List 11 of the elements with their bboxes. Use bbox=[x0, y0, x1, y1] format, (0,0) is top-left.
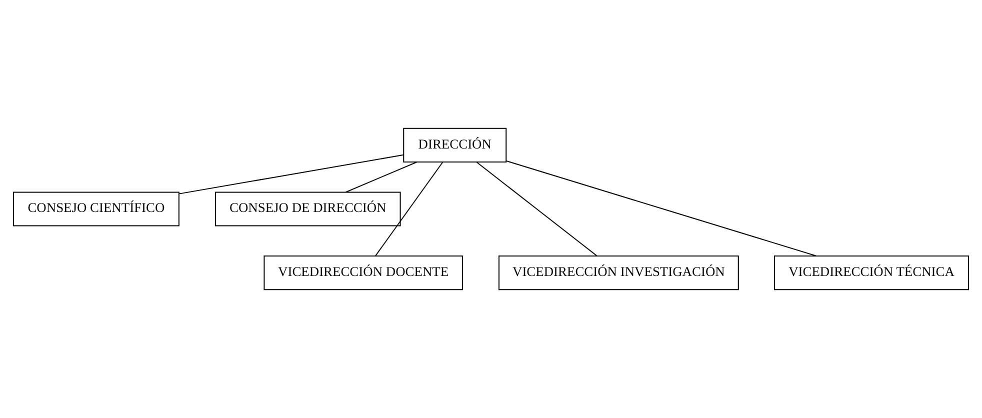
connector bbox=[178, 154, 404, 194]
connector bbox=[375, 162, 444, 256]
connector bbox=[506, 160, 817, 256]
node-box: VICEDIRECCIÓN TÉCNICA bbox=[774, 256, 970, 290]
node-box: VICEDIRECCIÓN INVESTIGACIÓN bbox=[498, 256, 739, 290]
connector bbox=[346, 162, 418, 193]
node-box: CONSEJO DE DIRECCIÓN bbox=[214, 192, 401, 226]
node-box: CONSEJO CIENTÍFICO bbox=[12, 192, 180, 226]
connector bbox=[476, 162, 598, 256]
node-box: VICEDIRECCIÓN DOCENTE bbox=[264, 256, 463, 290]
node-box: DIRECCIÓN bbox=[403, 128, 507, 162]
